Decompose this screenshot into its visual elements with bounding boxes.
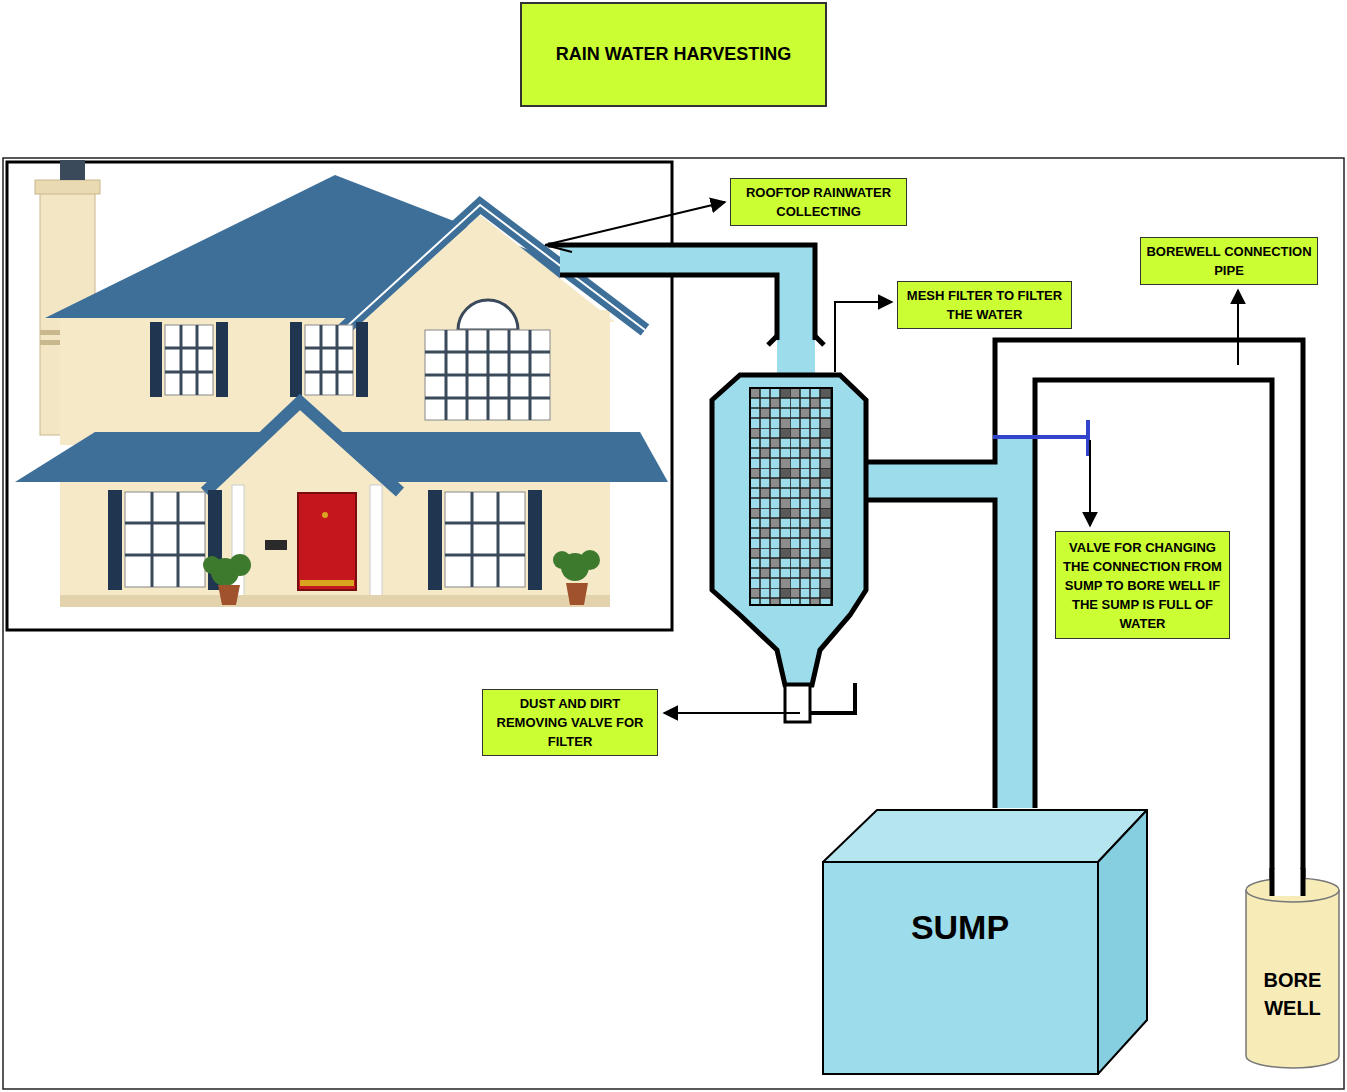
leader-lines bbox=[545, 202, 1238, 713]
callout-label: ROOFTOP RAINWATER COLLECTING bbox=[735, 183, 902, 221]
callout-box: BOREWELL CONNECTION PIPE bbox=[1140, 237, 1318, 285]
house-illustration bbox=[7, 160, 672, 630]
title-box: RAIN WATER HARVESTING bbox=[520, 2, 827, 107]
part-label: SUMP bbox=[822, 907, 1098, 947]
callout-box: MESH FILTER TO FILTER THE WATER bbox=[897, 281, 1072, 329]
callout-label: BOREWELL CONNECTION PIPE bbox=[1145, 242, 1313, 280]
valve bbox=[993, 420, 1088, 456]
sump-tank: SUMP bbox=[822, 809, 1148, 1075]
mesh-filter bbox=[712, 375, 866, 722]
part-label: BORE WELL bbox=[1249, 966, 1336, 1022]
title: RAIN WATER HARVESTING bbox=[556, 44, 791, 65]
callout-label: DUST AND DIRT REMOVING VALVE FOR FILTER bbox=[487, 694, 653, 751]
bore-well: BORE WELL bbox=[1245, 868, 1340, 1070]
callout-box: ROOFTOP RAINWATER COLLECTING bbox=[730, 178, 907, 226]
outer-frame bbox=[3, 158, 1344, 1089]
pipe-network bbox=[548, 245, 1303, 893]
callout-label: VALVE FOR CHANGING THE CONNECTION FROM S… bbox=[1060, 538, 1225, 633]
callout-box: VALVE FOR CHANGING THE CONNECTION FROM S… bbox=[1055, 531, 1230, 639]
callout-label: MESH FILTER TO FILTER THE WATER bbox=[902, 286, 1067, 324]
callout-box: DUST AND DIRT REMOVING VALVE FOR FILTER bbox=[482, 689, 658, 756]
